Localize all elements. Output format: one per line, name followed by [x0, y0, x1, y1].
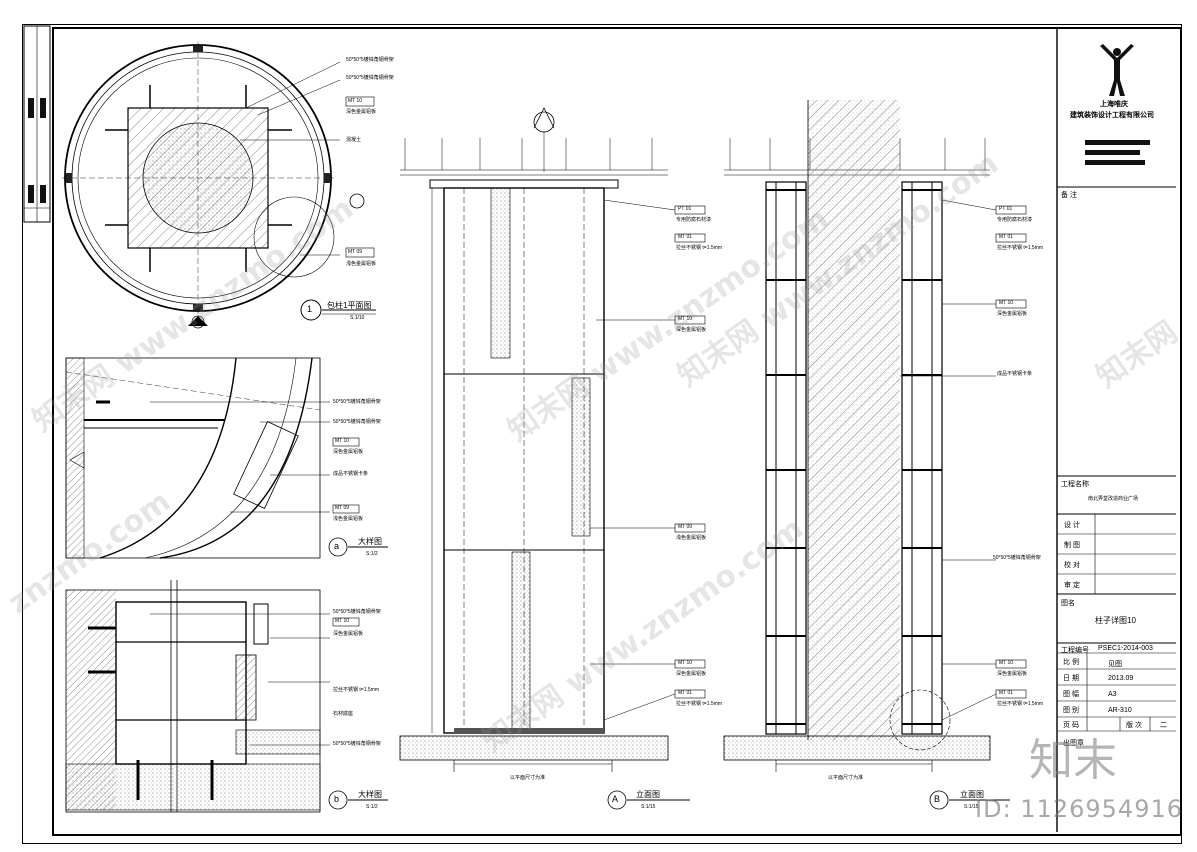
id-watermark: ID: 1126954916 [975, 795, 1183, 823]
check-label: 校 对 [1064, 562, 1080, 569]
detail-a-title: 大样图 [358, 537, 382, 546]
elev-a-tag-mt01-2: MT 01 [678, 690, 693, 696]
elev-a-tag-pt01: PT 01 [678, 206, 692, 212]
project-no-label: 工程编号 [1061, 647, 1089, 654]
plan-note-frame-2: 50*50*5镀锌角钢骨架 [346, 75, 394, 81]
plan-number: 1 [307, 304, 313, 314]
elev-b-tag-pt01: PT 01 [999, 206, 1013, 212]
elev-a-tag-mt10-2: MT 10 [678, 660, 693, 666]
detail-b-note-frame-2: 50*50*5镀锌角钢骨架 [333, 741, 381, 747]
version-label: 版 次 [1126, 722, 1142, 729]
elevation-b [723, 100, 1027, 810]
drawing-name-value: 柱子详图10 [1095, 616, 1136, 625]
project-name-label: 工程名称 [1061, 481, 1089, 488]
elev-a-tag-mt09: MT 09 [678, 524, 693, 530]
detail-a-note-frame-2: 50*50*5镀锌角钢骨架 [333, 419, 381, 425]
company-logo [1100, 44, 1134, 96]
detail-b-scale: S:1/2 [366, 804, 378, 810]
elev-b-note-ss: 拉丝不锈钢 t=1.5mm [997, 245, 1043, 251]
detail-b-note-frame: 50*50*5镀锌角钢骨架 [333, 609, 381, 615]
scale-label: 比 例 [1063, 659, 1079, 666]
notes-label: 备 注 [1061, 192, 1077, 199]
elev-b-tag-mt10-2: MT 10 [999, 660, 1014, 666]
detail-b-title: 大样图 [358, 790, 382, 799]
elev-b-note-gold: 深色金属铝板 [997, 311, 1028, 317]
design-label: 设 计 [1064, 522, 1080, 529]
elevation-a-title: 立面图 [636, 790, 660, 799]
detail-b-note-ss: 拉丝不锈钢 t=1.5mm [333, 687, 379, 693]
plan-tag-mt10: MT 10 [348, 98, 363, 104]
elev-b-note-gold-2: 深色金属铝板 [997, 671, 1028, 677]
elev-b-tag-mt10: MT 10 [999, 300, 1014, 306]
plan-note-champagne: 浅色金属铝板 [346, 261, 377, 267]
plan-title: 包柱1平面图 [327, 301, 372, 310]
elev-a-note-ss-2: 拉丝不锈钢 t=1.5mm [676, 701, 722, 707]
detail-a-tag-mt10: MT 10 [335, 438, 350, 444]
brand-watermark: 知末 [1029, 735, 1117, 786]
elevation-a-number: A [612, 794, 619, 804]
elev-a-note-gold: 深色金属铝板 [676, 327, 707, 333]
plan-view [62, 42, 376, 329]
plan-scale: S:1/10 [350, 315, 365, 321]
date-label: 日 期 [1063, 675, 1079, 682]
elev-a-note-paint: 专用防腐石材漆 [676, 217, 712, 223]
project-no-value: PSEC1-2014-003 [1098, 645, 1153, 652]
elev-b-note-clip: 成品不锈钢卡条 [997, 371, 1033, 377]
project-name-value: 南北弄堂改造商业广场 [1088, 496, 1139, 502]
sheet-label: 图 别 [1063, 707, 1079, 714]
detail-a-note-gold: 深色金属铝板 [333, 449, 364, 455]
detail-a-number: a [334, 541, 340, 551]
detail-b-number: b [334, 794, 340, 804]
detail-a-note-clip: 成品不锈钢卡条 [333, 471, 369, 477]
detail-b-note-base: 石材底座 [333, 711, 354, 717]
elevation-b-scale: S:1/15 [964, 804, 979, 810]
detail-a-note-frame: 50*50*5镀锌角钢骨架 [333, 399, 381, 405]
detail-a-scale: S:1/2 [366, 551, 378, 557]
elev-a-note-champagne: 浅色金属铝板 [676, 535, 707, 541]
detail-a-note-champagne: 浅色金属铝板 [333, 516, 364, 522]
elev-a-tag-mt10: MT 10 [678, 316, 693, 322]
detail-a [65, 357, 388, 559]
elevation-a [399, 107, 706, 810]
elevation-a-dim: 以平面尺寸为准 [510, 775, 546, 781]
detail-a-tag-mt09: MT 09 [335, 505, 350, 511]
elevation-b-title: 立面图 [960, 790, 984, 799]
size-label: 图 幅 [1063, 691, 1079, 698]
company-name-line1: 上海唯庆 [1100, 101, 1128, 108]
draw-label: 制 图 [1064, 542, 1080, 549]
elev-b-note-frame: 50*50*5镀锌角钢骨架 [993, 555, 1041, 561]
title-block-grid [1056, 27, 1176, 832]
company-name-line2: 建筑装饰设计工程有限公司 [1070, 112, 1154, 119]
scale-value: 见图 [1108, 661, 1122, 668]
elev-a-note-ss: 拉丝不锈钢 t=1.5mm [676, 245, 722, 251]
plan-note-gold: 深色金属铝板 [346, 109, 377, 115]
sheet-value: AR-310 [1108, 707, 1132, 714]
review-label: 审 定 [1064, 582, 1080, 589]
elev-b-tag-mt01-2: MT 01 [999, 690, 1014, 696]
plan-note-frame: 50*50*5镀锌角钢骨架 [346, 57, 394, 63]
elev-b-note-ss-2: 拉丝不锈钢 t=1.5mm [997, 701, 1043, 707]
elev-a-note-gold-2: 深色金属铝板 [676, 671, 707, 677]
date-value: 2013.09 [1108, 675, 1134, 682]
elev-b-note-paint: 专用防腐石材漆 [997, 217, 1033, 223]
page-label: 页 码 [1063, 722, 1079, 729]
stamp-label: 出图章 [1063, 740, 1084, 747]
drawing-name-label: 图名 [1061, 600, 1075, 607]
elev-a-tag-mt01: MT 01 [678, 234, 693, 240]
elevation-b-number: B [934, 794, 941, 804]
version-value: 二 [1160, 722, 1167, 729]
inner-frame [52, 27, 1182, 836]
elevation-b-dim: 以平面尺寸为准 [828, 775, 864, 781]
detail-b-tag-mt10: MT 10 [335, 618, 350, 624]
detail-b-note-gold: 深色金属铝板 [333, 631, 364, 637]
detail-b [65, 580, 388, 813]
plan-tag-mt09: MT 09 [348, 249, 363, 255]
elevation-a-scale: S:1/15 [641, 804, 656, 810]
plan-note-fill: 混凝土 [346, 137, 362, 143]
size-value: A3 [1108, 691, 1117, 698]
elev-b-tag-mt01: MT 01 [999, 234, 1014, 240]
